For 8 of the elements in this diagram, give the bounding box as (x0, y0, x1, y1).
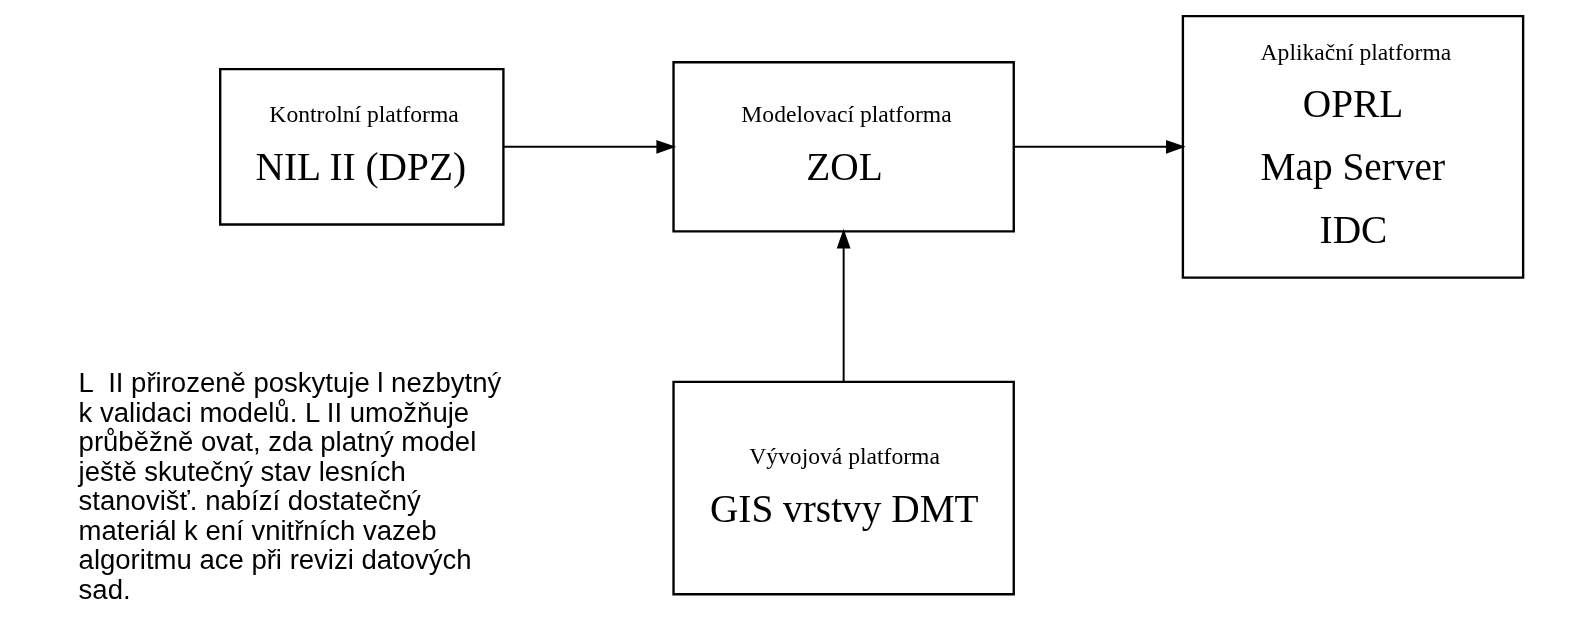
arrow (1012, 139, 1186, 154)
node-box: Vývojová platforma GIS vrstvy DMT (671, 380, 1015, 596)
node-box: Kontrolní platforma NIL II (DPZ) (218, 67, 505, 226)
label: L II přirozeně poskytuje l nezbytný k validaci modelů. L II umožňuje průběžně ovat, zda platný model ještě skutečný stav lesních stanovišť. nabízí dostatečný materiál k ení vnitřních vazeb algoritmu ace při revizi datových sad. (78, 367, 501, 605)
arrow (502, 139, 676, 154)
node-box: Modelovací platforma ZOL (671, 61, 1015, 233)
arrow (836, 228, 851, 383)
node-box: Aplikační platforma OPRL Map Server IDC (1181, 14, 1524, 279)
